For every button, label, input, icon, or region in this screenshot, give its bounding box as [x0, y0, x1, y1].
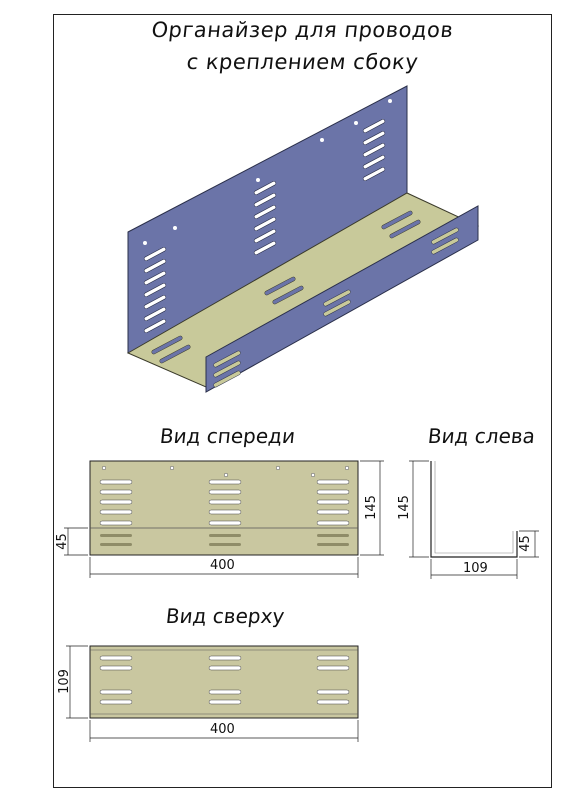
tray-slots	[151, 210, 421, 364]
front-view	[64, 460, 384, 578]
top-depth-dim: 109	[56, 669, 72, 694]
front-base-dim: 45	[54, 533, 70, 550]
front-view-dimensions	[64, 460, 384, 578]
front-width-dim: 400	[210, 558, 235, 573]
front-lip-slots	[213, 227, 459, 388]
front-view-slots	[99, 479, 350, 526]
back-panel-holes	[143, 99, 392, 245]
left-depth-dim: 109	[463, 561, 488, 576]
left-view	[409, 460, 539, 579]
left-view-profile	[430, 461, 518, 558]
left-height-dim: 145	[396, 495, 412, 520]
drawing-sheet-border	[53, 14, 552, 788]
top-view-label: Вид сверху	[164, 604, 286, 628]
left-lip-dim: 45	[517, 535, 533, 552]
left-view-label: Вид слева	[426, 424, 537, 448]
back-panel-slots-left	[143, 247, 167, 333]
front-view-lower-slots	[100, 534, 349, 546]
tray-front-lip	[205, 205, 479, 393]
top-view-dimensions	[66, 645, 359, 742]
front-view-label: Вид спереди	[158, 424, 297, 448]
back-panel-slots-right	[362, 119, 386, 181]
top-view-slots	[99, 655, 350, 705]
top-width-dim: 400	[210, 722, 235, 737]
back-panel-slots-middle	[253, 181, 277, 255]
top-view	[66, 645, 359, 742]
front-view-holes	[101, 465, 350, 478]
isometric-view	[126, 85, 480, 393]
left-view-dimensions	[409, 460, 539, 579]
front-height-dim: 145	[363, 495, 379, 520]
